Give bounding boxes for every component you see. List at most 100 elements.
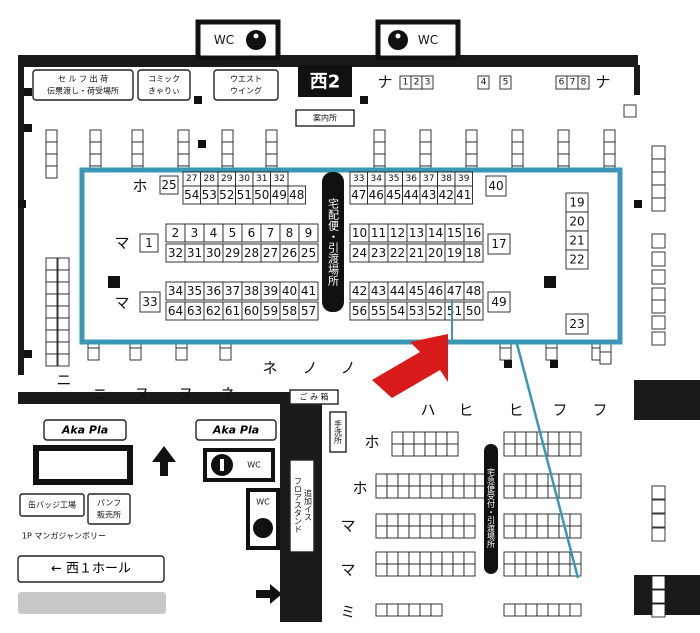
lower-booth[interactable] xyxy=(430,525,443,539)
background-booth[interactable] xyxy=(57,329,70,343)
comic-carry-box[interactable] xyxy=(137,69,191,101)
lower-booth[interactable] xyxy=(525,563,538,577)
lower-booth[interactable] xyxy=(536,485,549,499)
background-booth[interactable] xyxy=(651,197,666,212)
lower-booth[interactable] xyxy=(558,603,571,617)
booth-row3[interactable] xyxy=(298,301,319,321)
lower-booth[interactable] xyxy=(435,443,448,457)
lower-booth[interactable] xyxy=(419,603,432,617)
lower-booth[interactable] xyxy=(397,485,410,499)
booth-cap[interactable] xyxy=(139,233,159,253)
lower-booth[interactable] xyxy=(430,485,443,499)
background-booth[interactable] xyxy=(45,153,58,167)
lower-booth[interactable] xyxy=(402,443,415,457)
lower-booth[interactable] xyxy=(375,551,388,565)
lower-booth[interactable] xyxy=(441,513,454,527)
lower-booth[interactable] xyxy=(419,513,432,527)
background-booth[interactable] xyxy=(599,351,612,365)
lower-booth[interactable] xyxy=(547,513,560,527)
lower-booth[interactable] xyxy=(430,473,443,487)
background-booth[interactable] xyxy=(603,141,616,155)
lower-booth[interactable] xyxy=(463,563,476,577)
background-booth[interactable] xyxy=(177,153,190,167)
lower-booth[interactable] xyxy=(408,563,421,577)
badge-factory-box[interactable] xyxy=(19,493,85,517)
lower-booth[interactable] xyxy=(391,443,404,457)
background-booth[interactable] xyxy=(131,129,144,143)
background-booth[interactable] xyxy=(651,251,666,267)
aka-pla-left[interactable] xyxy=(43,419,127,441)
booth-row2[interactable] xyxy=(298,223,319,243)
wc-top-left[interactable]: WC xyxy=(195,19,281,61)
lower-booth[interactable] xyxy=(651,485,666,500)
lower-booth[interactable] xyxy=(536,603,549,617)
lower-booth[interactable] xyxy=(525,431,538,445)
background-booth[interactable] xyxy=(465,153,478,167)
background-booth[interactable] xyxy=(511,153,524,167)
trash-box[interactable] xyxy=(289,389,339,405)
floor-stand-box[interactable] xyxy=(289,459,315,553)
top-row-booth[interactable] xyxy=(499,75,512,90)
background-booth[interactable] xyxy=(511,129,524,143)
lower-booth[interactable] xyxy=(446,443,459,457)
lower-booth[interactable] xyxy=(463,473,476,487)
lower-booth[interactable] xyxy=(430,563,443,577)
background-booth[interactable] xyxy=(651,269,666,285)
lower-booth[interactable] xyxy=(514,513,527,527)
lower-booth[interactable] xyxy=(651,575,666,590)
lower-booth[interactable] xyxy=(397,525,410,539)
background-booth[interactable] xyxy=(129,347,142,361)
background-booth[interactable] xyxy=(265,141,278,155)
booth-row2[interactable] xyxy=(463,223,484,243)
background-booth[interactable] xyxy=(651,158,666,173)
background-booth[interactable] xyxy=(651,171,666,186)
lower-booth[interactable] xyxy=(419,473,432,487)
booth-right-col[interactable] xyxy=(565,249,589,270)
lower-booth[interactable] xyxy=(569,473,582,487)
lower-booth[interactable] xyxy=(375,603,388,617)
lower-booth[interactable] xyxy=(391,431,404,445)
lower-booth[interactable] xyxy=(514,525,527,539)
booth-cap[interactable] xyxy=(487,233,511,255)
lower-booth[interactable] xyxy=(397,563,410,577)
lower-booth[interactable] xyxy=(408,551,421,565)
background-booth[interactable] xyxy=(373,129,386,143)
lower-booth[interactable] xyxy=(525,525,538,539)
top-row-booth[interactable] xyxy=(477,75,490,90)
background-booth[interactable] xyxy=(651,299,666,314)
pamphlet-box[interactable] xyxy=(87,493,131,525)
lower-booth[interactable] xyxy=(514,563,527,577)
lower-booth[interactable] xyxy=(446,431,459,445)
lower-booth[interactable] xyxy=(651,603,666,618)
lower-booth[interactable] xyxy=(441,485,454,499)
background-booth[interactable] xyxy=(45,129,58,143)
lower-booth[interactable] xyxy=(558,443,571,457)
lower-booth[interactable] xyxy=(397,603,410,617)
lower-booth[interactable] xyxy=(503,551,516,565)
lower-booth[interactable] xyxy=(463,485,476,499)
background-booth[interactable] xyxy=(45,317,58,331)
booth-row2[interactable] xyxy=(463,243,484,263)
lower-booth[interactable] xyxy=(547,603,560,617)
lower-booth[interactable] xyxy=(397,473,410,487)
lower-booth[interactable] xyxy=(424,431,437,445)
background-booth[interactable] xyxy=(373,141,386,155)
booth-row2[interactable] xyxy=(298,243,319,263)
lower-booth[interactable] xyxy=(375,513,388,527)
lower-booth[interactable] xyxy=(397,513,410,527)
background-booth[interactable] xyxy=(89,141,102,155)
background-booth[interactable] xyxy=(265,153,278,167)
background-booth[interactable] xyxy=(45,329,58,343)
lower-booth[interactable] xyxy=(452,473,465,487)
lower-booth[interactable] xyxy=(503,563,516,577)
lower-booth[interactable] xyxy=(503,603,516,617)
background-booth[interactable] xyxy=(465,129,478,143)
background-booth[interactable] xyxy=(603,153,616,167)
background-booth[interactable] xyxy=(45,165,58,179)
booth-cap[interactable] xyxy=(159,175,179,195)
lower-booth[interactable] xyxy=(569,431,582,445)
lower-booth[interactable] xyxy=(651,589,666,604)
lower-booth[interactable] xyxy=(503,431,516,445)
lower-booth[interactable] xyxy=(430,513,443,527)
booth-row1[interactable] xyxy=(454,185,473,205)
